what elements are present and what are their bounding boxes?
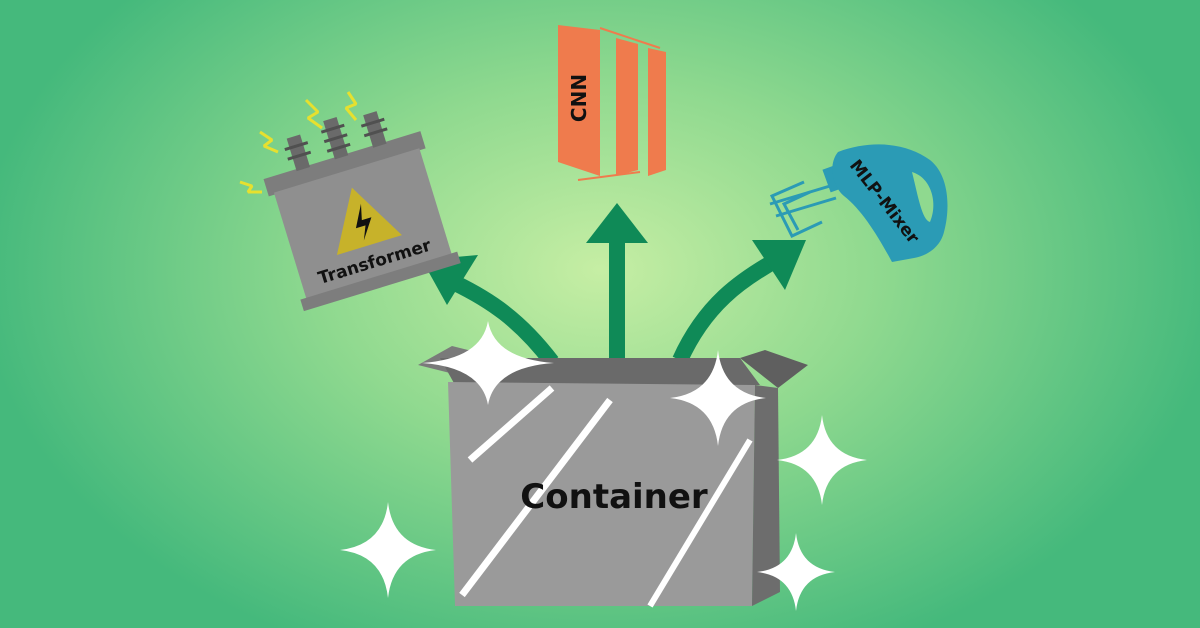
transformer-icon: Transformer [263, 111, 461, 312]
lightning-bolt-icon [355, 203, 372, 241]
cnn-layer-front [558, 25, 600, 176]
arrow-to-transformer [451, 275, 559, 367]
mixer-handle-hole [912, 172, 934, 222]
cnn-layer-middle [616, 38, 638, 176]
cnn-layer-back [648, 48, 666, 176]
cnn-label: CNN [567, 74, 591, 122]
hand-mixer-icon: MLP-Mixer [769, 144, 948, 262]
sparkle-icon [340, 502, 436, 598]
box-front [448, 382, 755, 606]
electric-zaps [239, 91, 358, 194]
box-flap-right [740, 350, 808, 388]
box-shine [647, 438, 753, 608]
box-icon: Container [418, 346, 808, 608]
container-label: Container [520, 477, 708, 517]
arrow-head-mixer [752, 240, 806, 290]
mixer-body [832, 144, 948, 262]
transformer-bushing [363, 111, 387, 148]
transformer-base [300, 251, 461, 312]
arrow-head-cnn [586, 203, 648, 243]
box-side [752, 385, 780, 606]
cnn-layers-icon: CNN [558, 25, 666, 181]
box-shine [467, 385, 555, 463]
arrows [451, 232, 784, 367]
transformer-lid [263, 131, 426, 197]
arrow-to-mixer [672, 250, 784, 364]
transformer-bushing [286, 134, 311, 172]
box-shine [459, 397, 613, 598]
sparkle-icon [777, 415, 867, 505]
